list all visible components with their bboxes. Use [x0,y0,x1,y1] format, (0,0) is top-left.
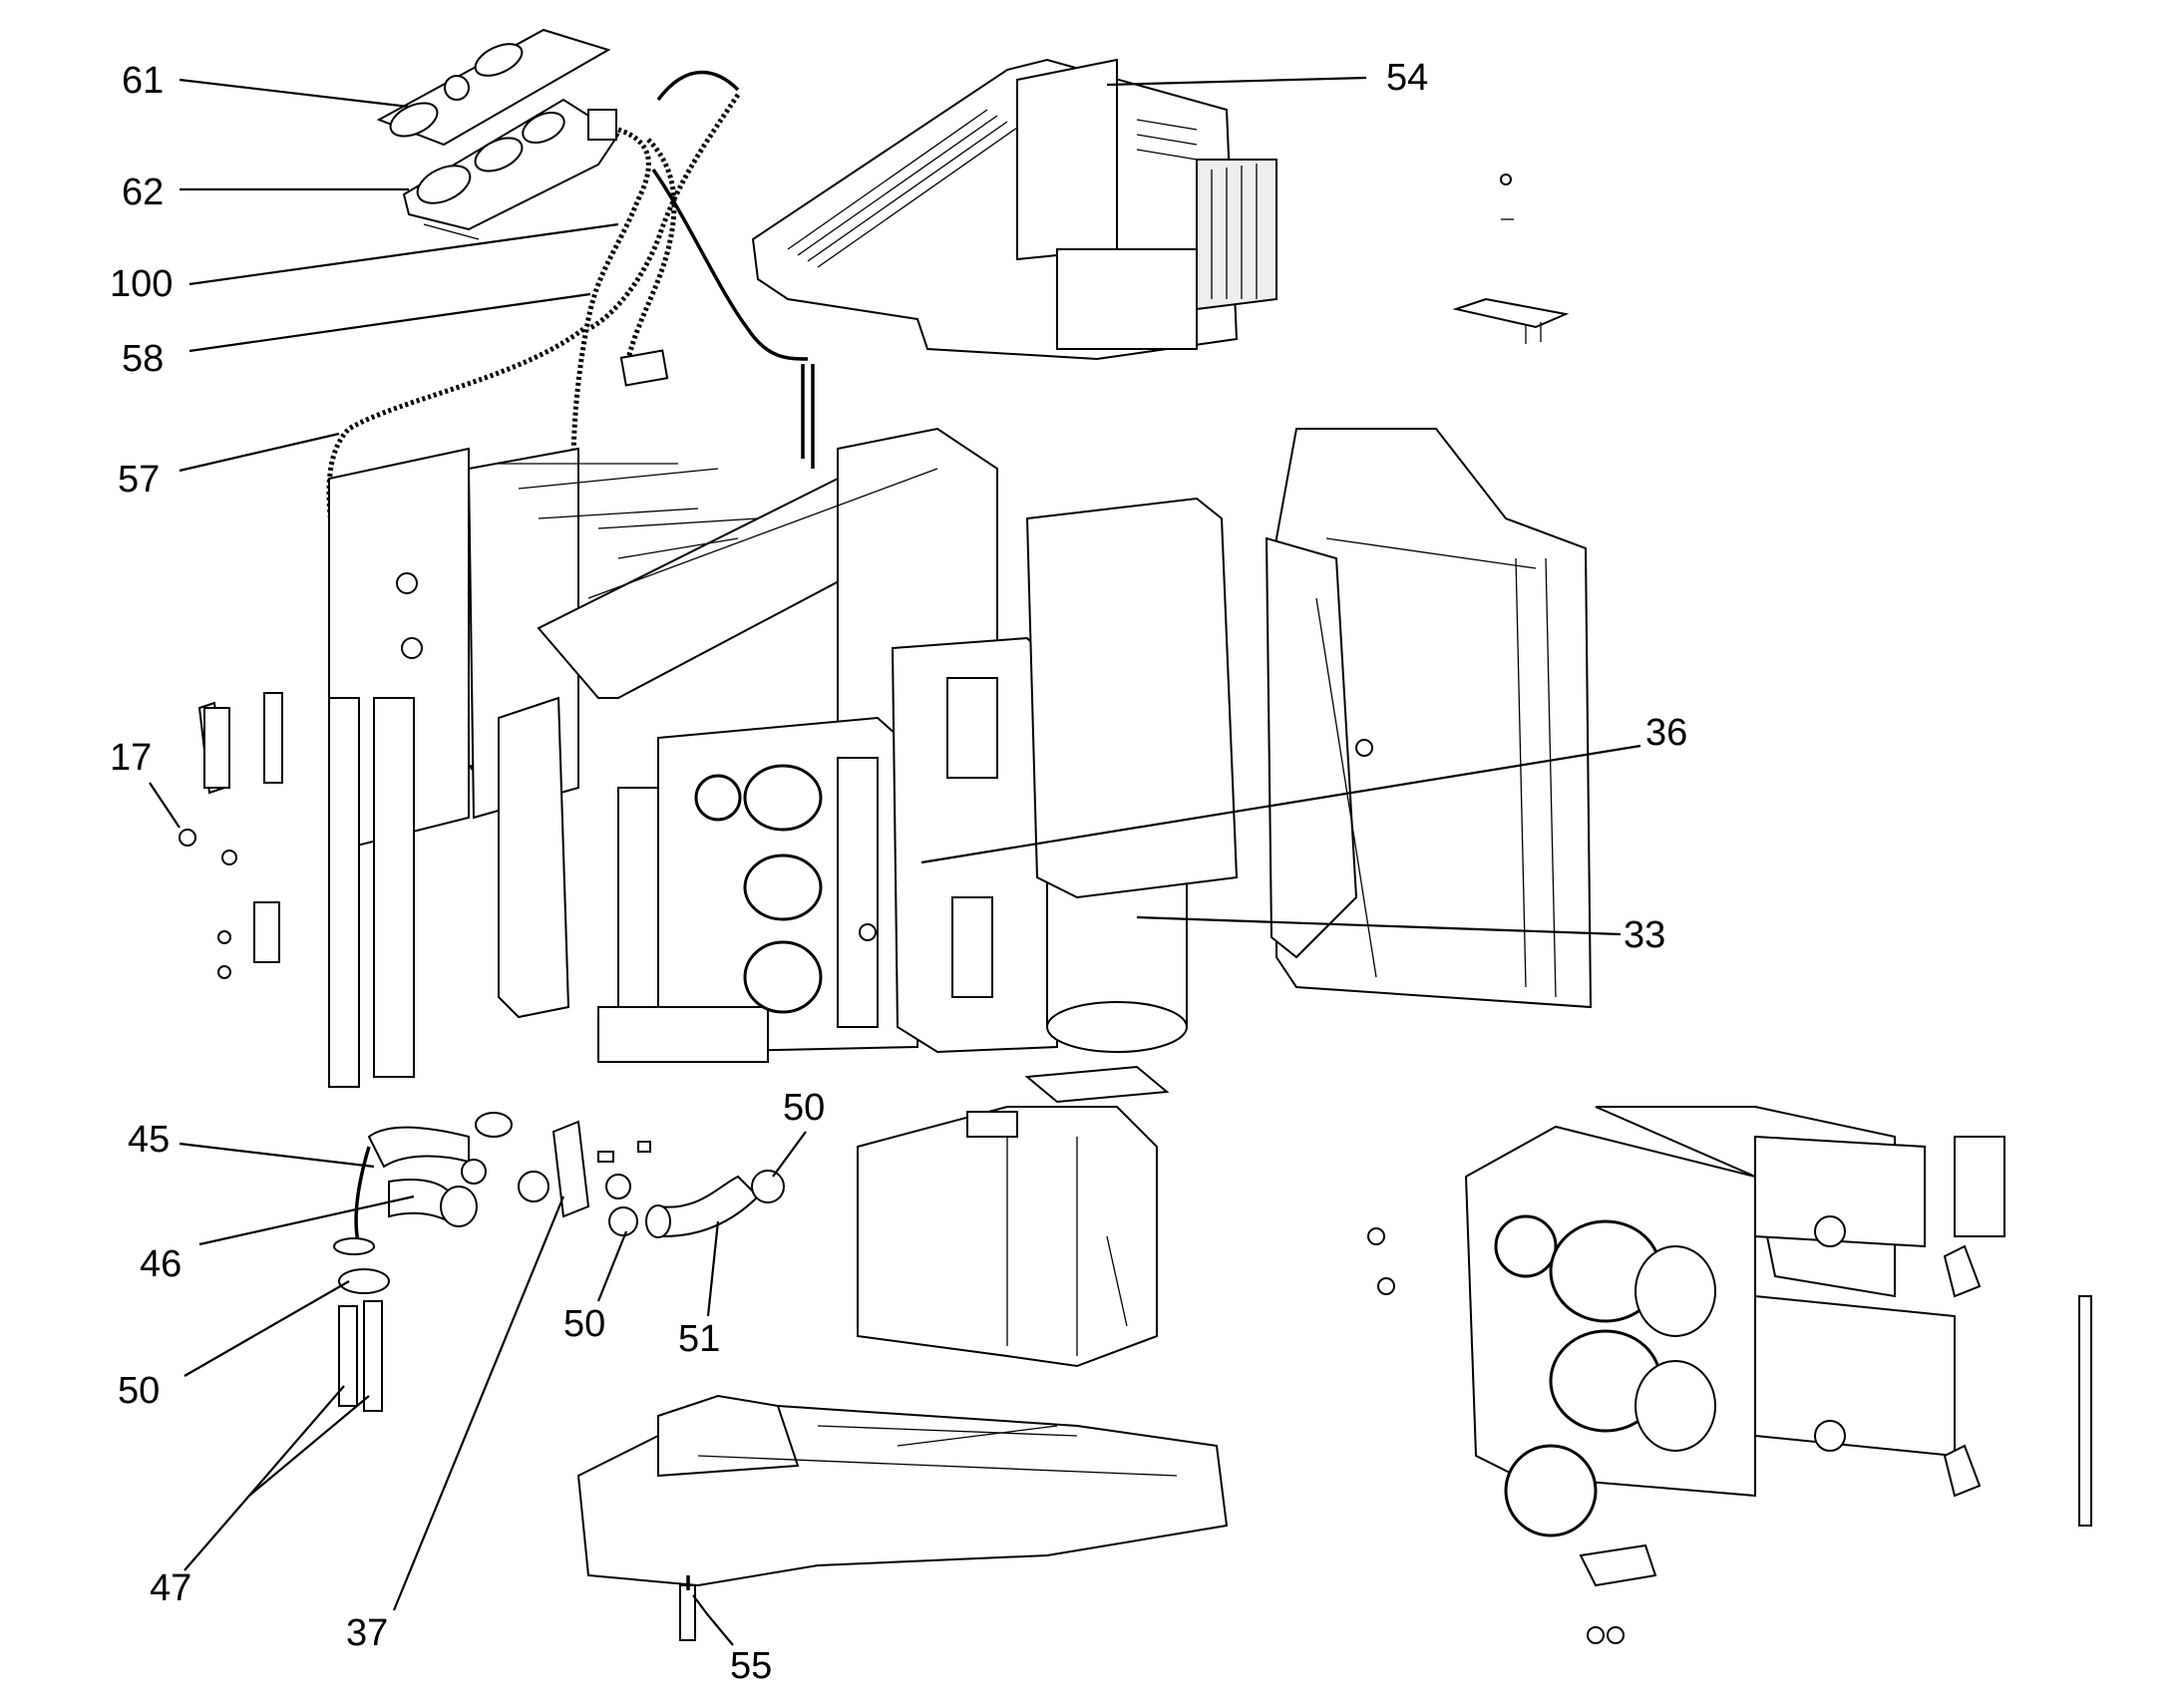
callout-50-left: 50 [118,1370,160,1412]
leader-57 [179,432,340,473]
part-100-cable [570,70,740,470]
part-45-hose [354,1112,513,1247]
leader-47 [183,1385,345,1571]
callout-45: 45 [128,1119,170,1161]
leader-37 [392,1196,565,1611]
small-bracket-top-right [1452,173,1570,344]
leader-50b [596,1230,628,1302]
callout-57: 57 [118,459,160,501]
callout-50-middle: 50 [563,1303,605,1345]
callout-55: 55 [730,1645,772,1687]
part-51-hose [608,1170,785,1238]
callout-36: 36 [1645,712,1687,754]
callout-37: 37 [346,1612,388,1654]
callout-58: 58 [122,338,164,380]
callout-61: 61 [122,60,164,102]
evaporator-case [857,1106,1158,1368]
leader-61 [179,78,410,109]
assembled-heater-case-view [1367,1106,2092,1644]
part-17-linkage [179,692,283,979]
leader-36 [920,744,1641,864]
leader-50a [183,1280,350,1377]
part-57-cable [326,327,585,777]
part-58-harness [586,93,815,469]
leader-54 [1106,76,1367,87]
right-side-housings [1025,428,1593,1009]
leader-50c [772,1131,807,1178]
leader-45 [179,1142,375,1169]
leader-46 [198,1195,415,1246]
leader-17 [149,782,181,829]
callout-46: 46 [140,1243,182,1285]
part-37-valve [461,1120,651,1218]
part-62-control-head [402,98,620,240]
callout-50-top: 50 [783,1087,825,1129]
leader-33 [1136,915,1622,936]
callout-33: 33 [1624,914,1665,956]
leader-58 [188,292,591,353]
part-61-trim-plate [376,28,611,147]
part-55-lower-case [576,1394,1229,1641]
callout-100: 100 [110,263,173,305]
callout-62: 62 [122,171,164,213]
leader-47b [248,1395,370,1497]
part-46-hose [333,1179,478,1255]
callout-54: 54 [1386,57,1428,99]
callout-labels: 61 62 100 58 57 54 17 36 33 45 46 50 50 … [110,57,1687,1687]
callout-17: 17 [110,737,152,779]
leader-100 [188,222,619,286]
part-54-upper-housing [751,58,1277,361]
leader-55 [692,1594,734,1646]
callout-leaders [149,76,1641,1646]
leader-51 [706,1220,720,1317]
part-47-tubes [338,1268,390,1412]
part-36-heater-case [597,716,924,1063]
callout-51: 51 [678,1318,720,1360]
callout-47: 47 [150,1567,191,1609]
